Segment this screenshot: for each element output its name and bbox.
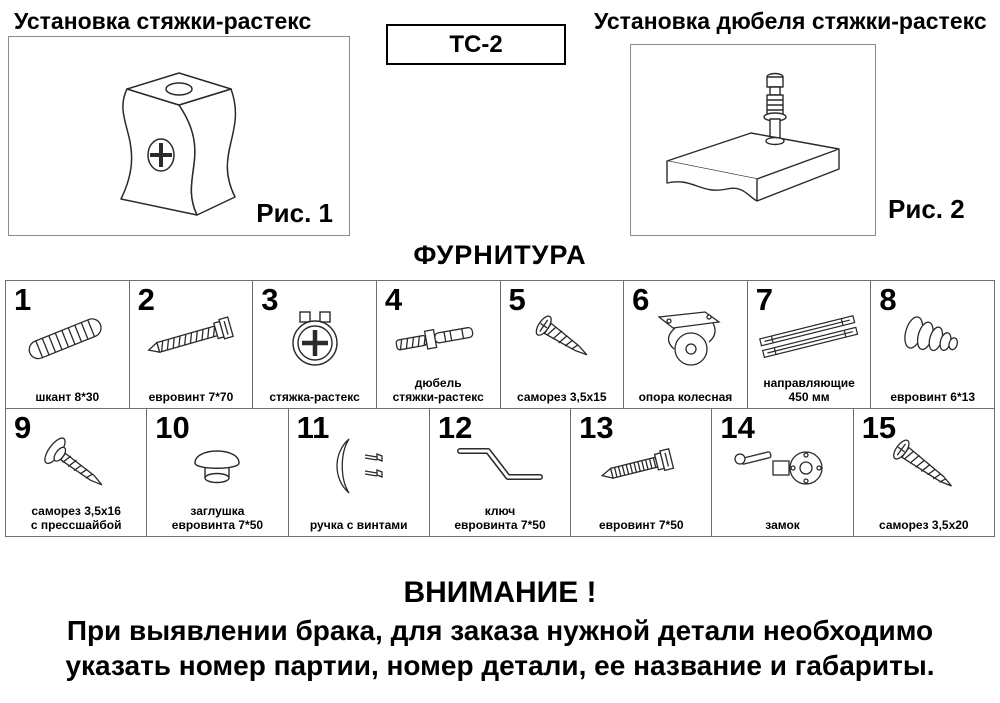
fittings-row-1: 1 шкант 8*30 2 евро — [6, 281, 994, 409]
fitting-caption: шкант 8*30 — [35, 390, 100, 405]
fitting-cell-1: 1 шкант 8*30 — [6, 281, 130, 408]
fittings-row-2: 9 саморез 3,5х16 с прессшайбой 10 — [6, 409, 994, 536]
fig2-title: Установка дюбеля стяжки-растекс — [594, 8, 987, 34]
fitting-number: 2 — [137, 282, 155, 317]
fitting-cell-5: 5 саморез 3,5х15 — [501, 281, 625, 408]
warning-title: ВНИМАНИЕ ! — [403, 576, 597, 609]
fitting-cell-7: 7 направляющие 450 мм — [748, 281, 872, 408]
fitting-caption: стяжка-растекс — [269, 390, 360, 405]
fitting-number: 9 — [14, 410, 32, 445]
fitting-cell-9: 9 саморез 3,5х16 с прессшайбой — [6, 409, 148, 536]
rastex-installation-drawing — [120, 72, 237, 216]
fitting-cell-2: 2 евровинт 7*70 — [130, 281, 254, 408]
fig1-title: Установка стяжки-растекс — [14, 8, 312, 34]
fitting-caption: ключ евровинта 7*50 — [454, 504, 546, 533]
fitting-number: 7 — [755, 282, 773, 317]
rastex-dowel-icon — [395, 326, 474, 351]
fitting-caption: направляющие 450 мм — [763, 376, 855, 405]
fitting-cell-4: 4 дюбель стяжки-растекс — [377, 281, 501, 408]
fitting-caption: евровинт 6*13 — [890, 390, 975, 405]
fitting-cell-13: 13 евровинт 7*50 — [571, 409, 713, 536]
cap-plug-icon — [194, 450, 241, 484]
fitting-caption: саморез 3,5х20 — [879, 518, 969, 533]
fitting-number: 10 — [155, 410, 190, 445]
dowel-icon — [28, 318, 102, 360]
dowel-installation-drawing — [666, 72, 840, 202]
fitting-caption: евровинт 7*50 — [598, 518, 684, 533]
screw-medium-icon — [892, 439, 952, 487]
fitting-cell-12: 12 ключ евровинта 7*50 — [430, 409, 572, 536]
fitting-caption: евровинт 7*70 — [148, 390, 234, 405]
euroscrew-medium-icon — [601, 448, 675, 479]
model-code: ТС-2 — [449, 30, 503, 58]
fitting-cell-8: 8 евровинт 6*13 — [871, 281, 994, 408]
fittings-table: 1 шкант 8*30 2 евро — [5, 280, 995, 537]
fitting-caption: опора колесная — [638, 390, 733, 405]
fitting-cell-6: 6 опора колесная — [624, 281, 748, 408]
washer-screw-icon — [44, 437, 103, 486]
fittings-title: ФУРНИТУРА — [413, 240, 587, 270]
euroscrew-short-icon — [903, 316, 958, 352]
fitting-number: 14 — [720, 410, 755, 445]
fitting-number: 8 — [879, 282, 897, 317]
fitting-number: 5 — [508, 282, 526, 317]
fitting-caption: ручка с винтами — [309, 518, 408, 533]
fitting-number: 11 — [296, 410, 330, 445]
fitting-cell-14: 14 замок — [712, 409, 854, 536]
model-code-box: ТС-2 — [386, 24, 566, 65]
euroscrew-long-icon — [147, 316, 234, 354]
fitting-number: 13 — [579, 410, 614, 445]
fitting-cell-3: 3 стяжка-растекс — [253, 281, 377, 408]
fitting-caption: саморез 3,5х16 с прессшайбой — [30, 504, 122, 533]
caster-icon — [657, 311, 722, 366]
warning-line-2: указать номер партии, номер детали, ее н… — [65, 650, 935, 681]
screw-small-icon — [535, 315, 588, 356]
hex-key-icon — [456, 448, 543, 480]
drawer-slides-icon — [759, 314, 859, 359]
fitting-number: 12 — [437, 410, 473, 445]
fitting-cell-10: 10 заглушка евровинта 7*50 — [147, 409, 289, 536]
fitting-caption: саморез 3,5х15 — [517, 390, 607, 405]
fitting-caption: заглушка евровинта 7*50 — [171, 504, 264, 533]
figure-2-label: Рис. 2 — [888, 194, 965, 224]
fitting-number: 1 — [14, 282, 32, 317]
fitting-caption: дюбель стяжки-растекс — [392, 376, 484, 405]
handle-icon — [336, 438, 383, 494]
fitting-cell-11: 11 ручка с винтами — [289, 409, 430, 536]
lock-icon — [733, 451, 823, 485]
fitting-number: 15 — [861, 410, 897, 445]
figure-1-box: Рис. 1 — [8, 36, 350, 236]
fitting-number: 3 — [261, 282, 279, 317]
fitting-cell-15: 15 саморез 3,5х20 — [854, 409, 994, 536]
fitting-number: 4 — [384, 282, 403, 317]
fitting-number: 6 — [632, 282, 650, 317]
figure-1-label: Рис. 1 — [256, 198, 333, 228]
figure-2-box — [630, 44, 876, 236]
rastex-cam-icon — [291, 311, 338, 366]
fitting-caption: замок — [765, 518, 800, 533]
warning-line-1: При выявлении брака, для заказа нужной д… — [66, 615, 934, 646]
